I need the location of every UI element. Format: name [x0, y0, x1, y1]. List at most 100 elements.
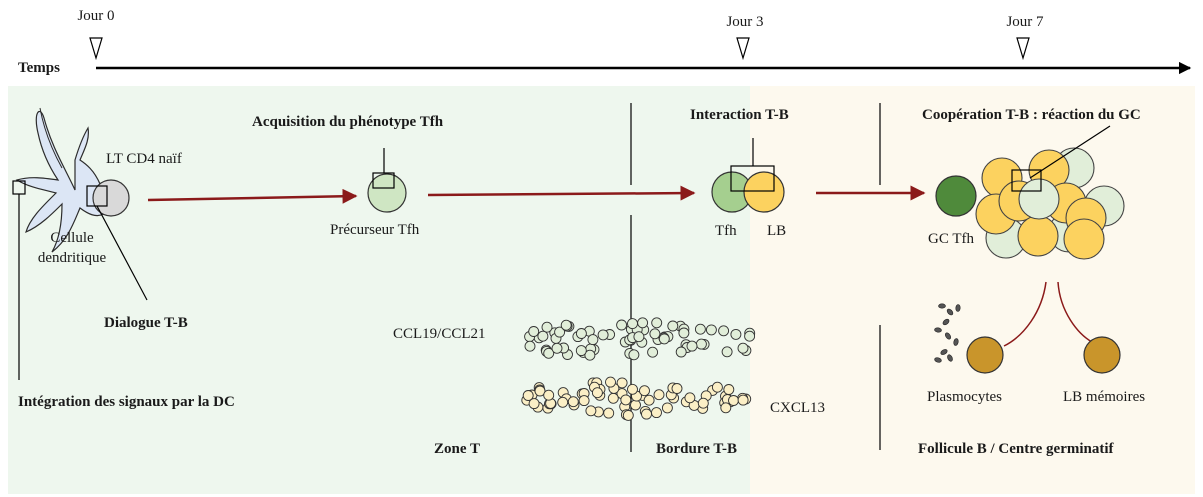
cxcl13-chemokine-dot	[653, 389, 665, 401]
ccl-chemokine-dot	[537, 330, 549, 342]
ccl-chemokine-dot	[584, 349, 596, 361]
ccl-chemokine-dot	[637, 317, 649, 329]
day7-label: Jour 7	[1006, 14, 1044, 30]
cxcl13-chemokine-dot	[591, 387, 603, 399]
ccl-chemokine-dot	[587, 334, 599, 346]
ccl-chemokine-dot	[616, 319, 628, 331]
cxcl13-chemokine-dot	[737, 394, 749, 406]
antibody-icon	[938, 303, 946, 309]
antibody-icon	[947, 354, 953, 362]
day7-marker-icon	[1016, 37, 1030, 61]
gc-cooperation-box	[1011, 169, 1042, 192]
antibody-icons	[934, 303, 961, 363]
ccl-chemokine-dot	[705, 324, 717, 336]
dialogue-callout-line	[96, 205, 148, 301]
antibody-icon	[934, 327, 942, 333]
antibody-icon	[942, 318, 950, 326]
gc-tfh-label: GC Tfh	[928, 231, 974, 247]
antibody-icon	[955, 304, 961, 312]
day3-label: Jour 3	[726, 14, 764, 30]
cxcl13-chemokine-dot	[697, 397, 709, 409]
antibody-icon	[953, 338, 959, 346]
cxcl13-chemokine-dot	[639, 385, 650, 397]
cxcl13-chemokine-dot	[661, 402, 673, 414]
dc-integration-label: Intégration des signaux par la DC	[18, 394, 235, 410]
zone-t-background	[8, 86, 750, 494]
plasma-cell	[966, 336, 1004, 374]
follicle-background	[750, 86, 1195, 494]
antibody-icon	[940, 349, 948, 355]
chemokine-dot-fields	[521, 317, 756, 421]
gc-callout-line	[1029, 125, 1111, 179]
germinal-center-cluster	[975, 147, 1125, 260]
cxcl13-chemokine-dot	[603, 407, 615, 419]
tfh-acquisition-label: Acquisition du phénotype Tfh	[252, 114, 444, 130]
b-cell	[743, 171, 785, 213]
lb-label: LB	[767, 223, 787, 239]
cxcl13-chemokine-dot	[728, 395, 739, 406]
ccl-chemokine-dot	[686, 340, 698, 352]
ccl-chemokine-dot	[730, 328, 742, 340]
ccl-chemokine-dot	[667, 320, 679, 332]
cxcl13-chemokine-dot	[711, 381, 723, 393]
ccl-chemokine-dot	[678, 327, 690, 339]
tfh-label: Tfh	[715, 223, 737, 239]
cxcl13-chemokine-dot	[616, 377, 628, 389]
day3-marker-icon	[736, 37, 750, 61]
gc-tfh-cell	[935, 175, 977, 217]
ccl-chemokine-dot	[647, 346, 659, 358]
ccl-chemokine-dot	[695, 338, 707, 350]
border-tb-label: Bordure T-B	[656, 441, 737, 457]
ccl-chemokine-dot	[628, 349, 640, 361]
cxcl13-chemokine-dot	[684, 392, 696, 404]
ccl-chemokine-dot	[744, 330, 756, 342]
cxcl13-chemokine-dot	[720, 402, 732, 414]
cxcl13-chemokine-dot	[630, 399, 641, 411]
antibody-icon	[934, 357, 942, 363]
memory-b-cell	[1083, 336, 1121, 374]
dendritic-cell-label-line1: Cellule	[50, 230, 94, 246]
ccl-chemokine-dot	[541, 321, 553, 333]
plasma-cells-label: Plasmocytes	[927, 389, 1002, 405]
ccl-chemokine-dot	[597, 329, 609, 341]
naive-cd4-t-cell	[92, 179, 130, 217]
ccl-chemokine-dot	[737, 342, 749, 354]
ccl-chemokine-dot	[694, 323, 706, 335]
ccl-chemokine-dot	[528, 326, 540, 337]
cxcl13-chemokine-dot	[643, 394, 655, 406]
tfh-precursor-label: Précurseur Tfh	[330, 222, 420, 238]
cxcl13-chemokine-dot	[605, 376, 616, 388]
cxcl13-label: CXCL13	[770, 400, 826, 416]
dendritic-cell-icon	[15, 107, 109, 253]
ccl-chemokine-dot	[721, 346, 733, 358]
ccl-chemokine-dot	[658, 333, 670, 345]
ccl-chemokine-dot	[543, 347, 555, 359]
antibody-icon	[945, 332, 951, 340]
cxcl13-chemokine-dot	[607, 392, 619, 404]
naive-t-cell-label: LT CD4 naïf	[106, 151, 182, 167]
ccl-chemokine-dot	[575, 345, 587, 357]
cxcl13-chemokine-dot	[627, 383, 638, 395]
cxcl13-chemokine-dot	[567, 396, 579, 408]
cxcl13-chemokine-dot	[534, 385, 546, 397]
dendritic-cell-label-line2: dendritique	[37, 250, 107, 266]
cooperation-label: Coopération T-B : réaction du GC	[922, 107, 1141, 123]
cxcl13-chemokine-dot	[578, 395, 590, 407]
tfh-precursor-cell	[367, 173, 407, 213]
ccl-chemokine-dot	[524, 340, 536, 352]
antibody-icon	[946, 308, 954, 316]
arrow-stage-1	[147, 188, 358, 204]
ccl-chemokine-dot	[651, 317, 663, 329]
cxcl13-chemokine-dot	[641, 408, 652, 420]
memory-b-label: LB mémoires	[1063, 389, 1146, 405]
ccl-chemokine-dot	[633, 331, 645, 343]
cxcl13-chemokine-dot	[671, 383, 683, 394]
dialogue-label: Dialogue T-B	[104, 315, 188, 331]
zone-t-label: Zone T	[434, 441, 480, 457]
cxcl13-chemokine-dot	[528, 398, 540, 410]
ccl19-ccl21-label: CCL19/CCL21	[393, 326, 486, 342]
ccl-chemokine-dot	[554, 326, 566, 338]
tb-interaction-label: Interaction T-B	[690, 107, 789, 123]
